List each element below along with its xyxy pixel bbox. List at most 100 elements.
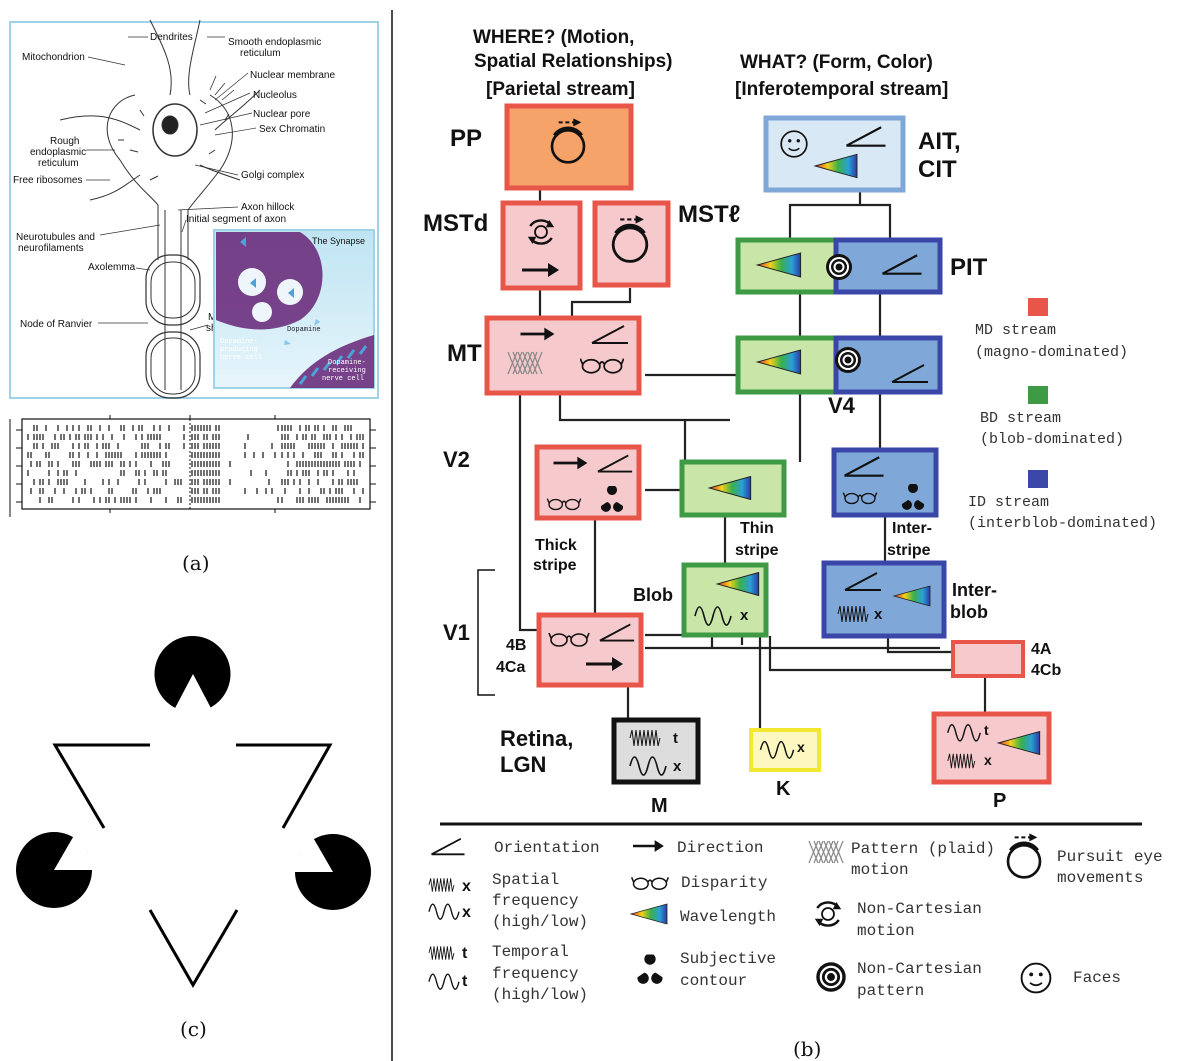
area-interstripe-1: Inter- <box>892 520 932 537</box>
raster-marks <box>27 425 364 503</box>
label-axon-hillock: Axon hillock <box>241 202 295 213</box>
key-sf-x1: x <box>462 878 471 895</box>
area-mstl: MSTℓ <box>678 201 740 228</box>
label-sex-chromatin: Sex Chromatin <box>259 124 325 135</box>
area-v2: V2 <box>443 447 470 472</box>
label-nuclear-pore: Nuclear pore <box>253 109 311 120</box>
area-pp: PP <box>450 125 482 152</box>
label-initial-segment: Initial segment of axon <box>186 214 286 225</box>
panel-b: WHERE? (Motion, Spatial Relationships) [… <box>423 27 1163 1061</box>
box-ait <box>763 115 906 193</box>
key-wavelength: Wavelength <box>680 908 776 926</box>
what-subtitle: [Inferotemporal stream] <box>735 79 948 100</box>
area-interstripe-2: stripe <box>887 542 931 559</box>
vesicle-3 <box>252 302 272 322</box>
synapse-terminal <box>216 232 323 330</box>
key-pursuit-2: movements <box>1057 869 1143 887</box>
area-k: K <box>776 778 791 800</box>
synapse-title: The Synapse <box>312 236 365 246</box>
area-pit: PIT <box>950 254 988 281</box>
key-temporal-3: (high/low) <box>492 986 588 1004</box>
caption-c: (c) <box>180 1017 207 1041</box>
kanizsa-pacman-top <box>154 636 231 712</box>
label-dendrites: Dendrites <box>150 32 193 43</box>
p-x: x <box>984 752 992 768</box>
area-m: M <box>651 795 668 817</box>
key-disparity: Disparity <box>681 874 768 892</box>
swatch-md <box>1028 298 1048 316</box>
label-node-ranvier: Node of Ranvier <box>20 319 93 330</box>
area-4ca: 4Ca <box>496 659 525 676</box>
key-direction: Direction <box>677 839 763 857</box>
where-subtitle: [Parietal stream] <box>486 79 635 100</box>
key-faces: Faces <box>1073 969 1121 987</box>
key-noncart-motion-1: Non-Cartesian <box>857 900 982 918</box>
box-m <box>611 717 701 785</box>
key-spatial-2: frequency <box>492 892 579 910</box>
area-thin-2: stripe <box>735 542 779 559</box>
area-mstd: MSTd <box>423 210 488 237</box>
area-thick-1: Thick <box>535 537 577 554</box>
legend-id-name: ID stream <box>968 494 1049 511</box>
key-noncart-motion-2: motion <box>857 922 915 940</box>
interblob-x: x <box>874 606 883 623</box>
label-neurotubules-l1: Neurotubules and <box>16 232 95 243</box>
key-tf-t2: t <box>462 973 468 990</box>
key-orientation: Orientation <box>494 839 600 857</box>
synapse-receiving-l3: nerve cell <box>322 375 364 383</box>
area-interblob-1: Inter- <box>952 580 997 600</box>
area-thick-2: stripe <box>533 557 577 574</box>
label-mitochondrion: Mitochondrion <box>22 52 85 63</box>
area-interblob-2: blob <box>950 602 988 622</box>
box-mstl <box>592 200 671 288</box>
label-axolemma: Axolemma <box>88 262 136 273</box>
area-4cb: 4Cb <box>1031 662 1061 679</box>
area-v1: V1 <box>443 620 470 645</box>
area-retina-2: LGN <box>500 752 546 777</box>
legend-bd-name: BD stream <box>980 410 1061 427</box>
key-temporal-2: frequency <box>492 965 579 983</box>
label-rough-er-l3: reticulum <box>38 158 79 169</box>
key-spatial-3: (high/low) <box>492 913 588 931</box>
area-ait: AIT, <box>918 128 961 155</box>
label-nucleolus: Nucleolus <box>253 90 297 101</box>
legend-md-desc: (magno-dominated) <box>975 344 1128 361</box>
kanizsa-outline-bottom <box>148 909 239 988</box>
key-noncart-pattern-1: Non-Cartesian <box>857 960 982 978</box>
area-v4: V4 <box>828 393 856 418</box>
area-retina-1: Retina, <box>500 726 573 751</box>
kanizsa-outline-right <box>236 743 333 829</box>
key-temporal-1: Temporal <box>492 943 569 961</box>
label-ser-l1: Smooth endoplasmic <box>228 37 321 48</box>
label-rough-er-l2: endoplasmic <box>30 147 86 158</box>
where-title-l2: Spatial Relationships) <box>474 51 672 72</box>
caption-a: (a) <box>182 551 210 575</box>
icon-key: Orientation Direction Pattern (plaid) mo… <box>428 833 1163 1004</box>
box-4a <box>951 640 1025 678</box>
panel-c: (c) <box>16 636 371 1041</box>
receiving-cell <box>290 335 374 388</box>
area-mt: MT <box>447 340 482 367</box>
swatch-bd <box>1028 386 1048 404</box>
m-x: x <box>673 758 682 775</box>
m-t: t <box>673 730 678 747</box>
label-rough-er-l1: Rough <box>50 136 79 147</box>
key-noncart-pattern-2: pattern <box>857 982 924 1000</box>
box-mstd <box>500 200 583 291</box>
label-golgi: Golgi complex <box>241 170 304 181</box>
area-p: P <box>993 790 1006 812</box>
synapse-dopamine: Dopamine <box>287 326 321 334</box>
synapse-producing-l3: nerve cell <box>220 354 262 362</box>
synapse-producing-l1: Dopamine- <box>220 338 258 346</box>
label-free-ribosomes: Free ribosomes <box>13 175 82 186</box>
blob-x: x <box>740 607 749 624</box>
area-4b: 4B <box>506 637 526 654</box>
